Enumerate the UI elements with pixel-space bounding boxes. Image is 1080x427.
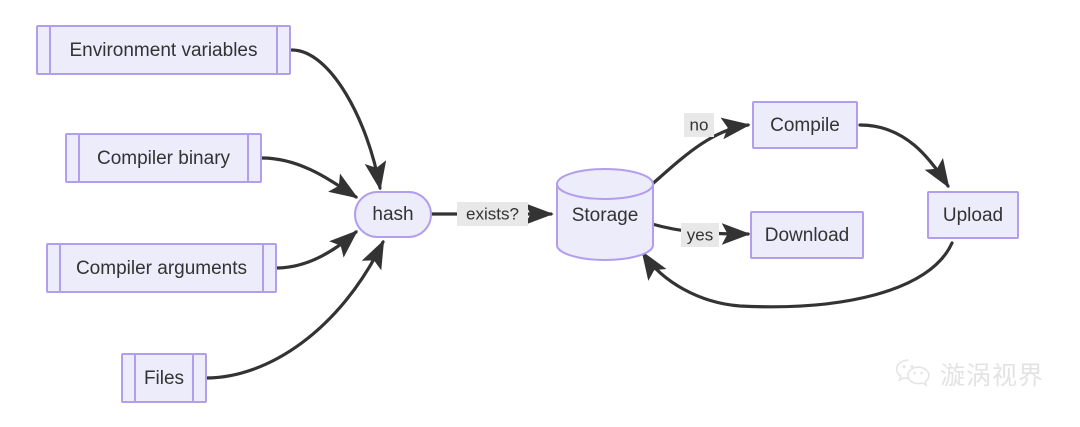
node-label-storage: Storage bbox=[572, 205, 639, 226]
node-storage[interactable]: Storage bbox=[556, 168, 654, 261]
edge-binary-to-hash bbox=[260, 156, 359, 199]
node-label-compile: Compile bbox=[770, 115, 840, 136]
edge-files-to-hash bbox=[204, 239, 385, 380]
edge-args-to-hash bbox=[274, 230, 358, 270]
edge-storage-to-compile bbox=[648, 117, 751, 188]
edge-env-to-hash bbox=[290, 48, 387, 191]
node-label-compiler-arguments: Compiler arguments bbox=[76, 258, 247, 279]
edge-label-text-exists: exists? bbox=[466, 204, 519, 223]
node-label-environment-variables: Environment variables bbox=[70, 40, 258, 61]
edge-label-exists: exists? bbox=[457, 202, 528, 226]
node-hash[interactable]: hash bbox=[354, 191, 432, 238]
node-environment-variables[interactable]: Environment variables bbox=[36, 25, 291, 75]
edge-label-text-no: no bbox=[690, 115, 709, 134]
node-label-hash: hash bbox=[372, 204, 413, 225]
node-compile[interactable]: Compile bbox=[752, 101, 858, 149]
edge-label-no: no bbox=[684, 113, 714, 137]
node-files[interactable]: Files bbox=[121, 353, 207, 403]
node-download[interactable]: Download bbox=[750, 211, 864, 259]
node-label-compiler-binary: Compiler binary bbox=[97, 148, 231, 169]
edge-upload-to-storage bbox=[641, 241, 954, 309]
node-label-upload: Upload bbox=[943, 205, 1003, 226]
edge-compile-to-upload bbox=[858, 123, 950, 189]
node-label-download: Download bbox=[765, 225, 850, 246]
node-compiler-binary[interactable]: Compiler binary bbox=[65, 133, 262, 183]
edge-label-yes: yes bbox=[681, 223, 719, 247]
node-upload[interactable]: Upload bbox=[927, 191, 1019, 239]
node-label-files: Files bbox=[144, 368, 184, 389]
edge-label-text-yes: yes bbox=[687, 225, 713, 244]
node-compiler-arguments[interactable]: Compiler arguments bbox=[46, 243, 277, 293]
